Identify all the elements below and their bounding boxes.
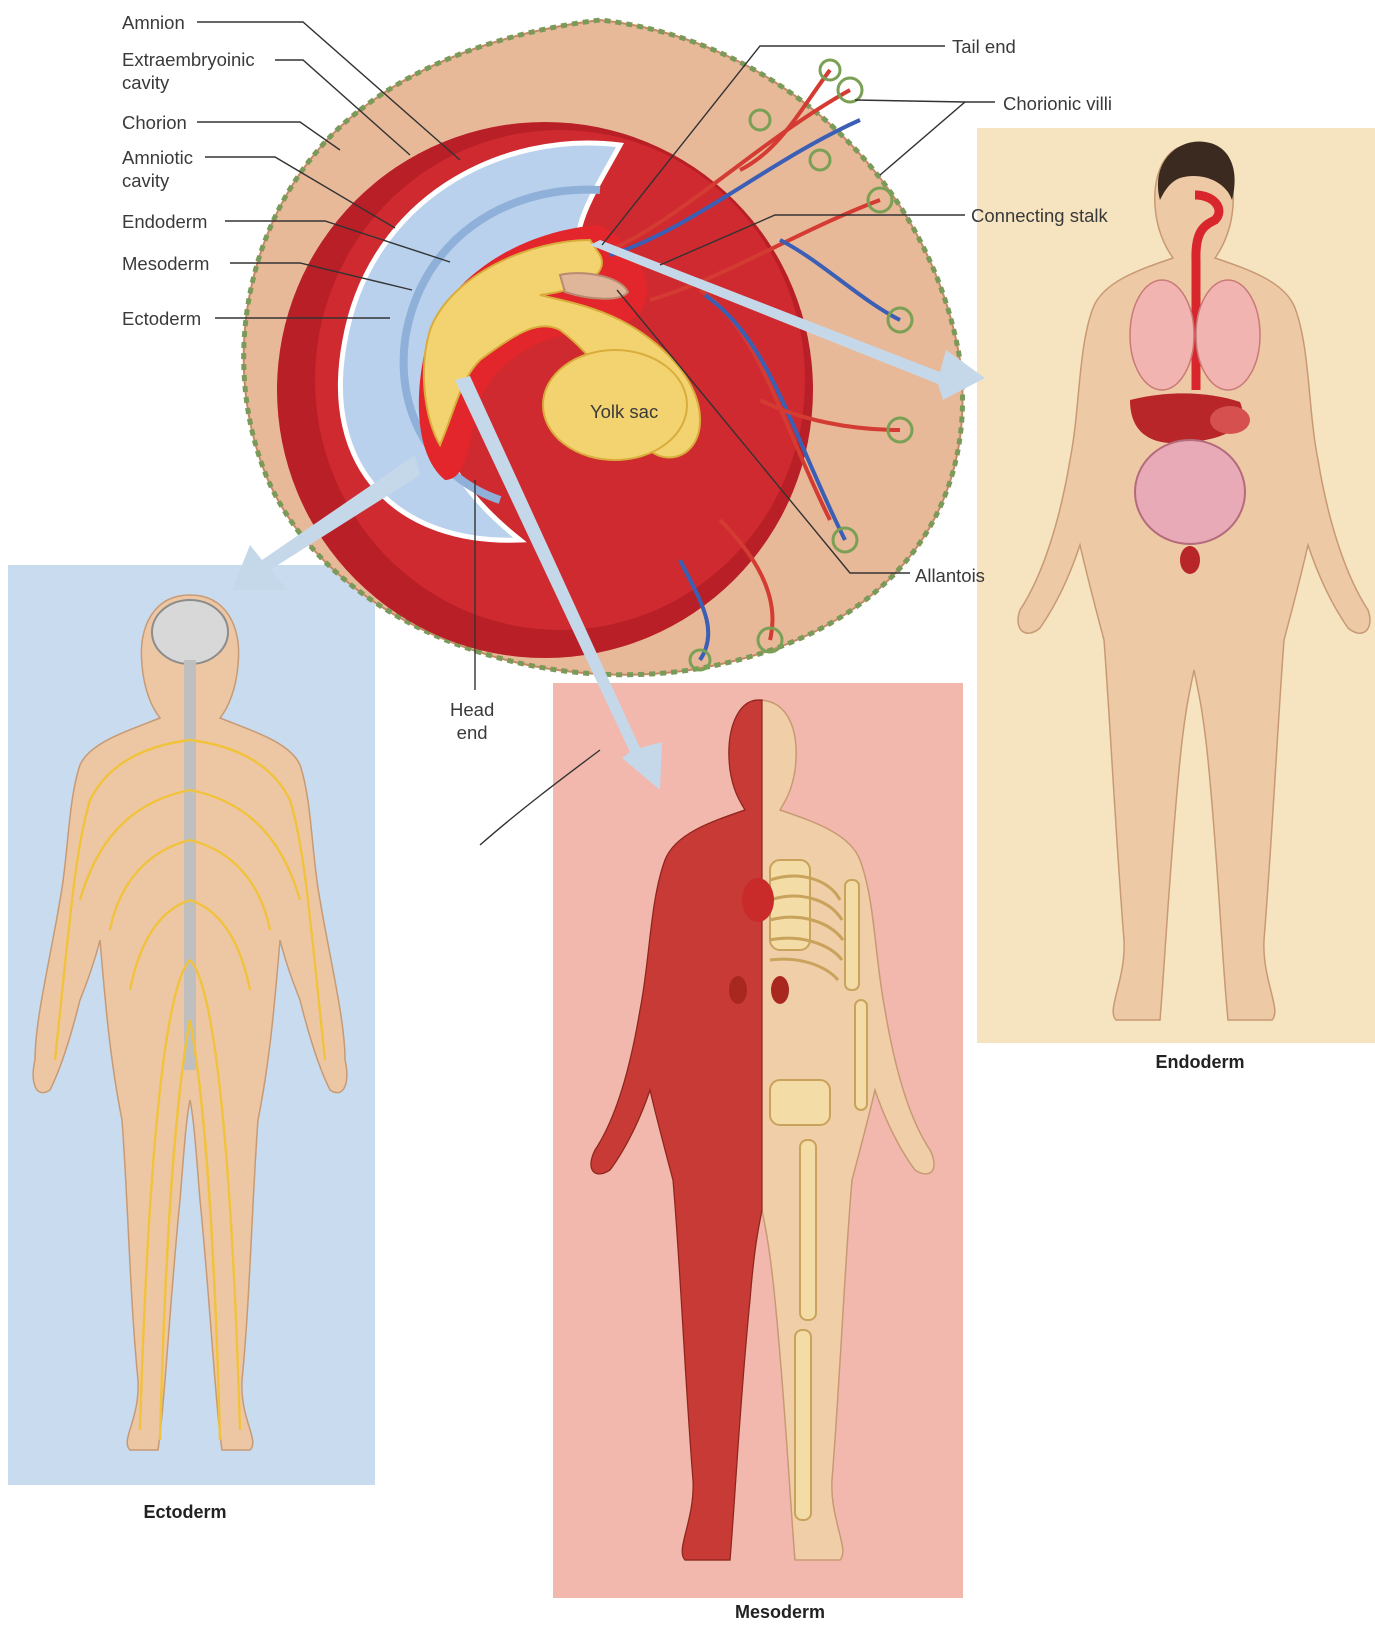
- label-amniotic-cavity: Amniotic cavity: [122, 146, 193, 192]
- caption-ectoderm: Ectoderm: [120, 1502, 250, 1523]
- intestines: [1135, 440, 1245, 544]
- label-ectoderm: Ectoderm: [122, 307, 201, 330]
- label-endoderm: Endoderm: [122, 210, 207, 233]
- label-chorion: Chorion: [122, 111, 187, 134]
- label-yolk-sac: Yolk sac: [590, 400, 658, 423]
- label-amnion: Amnion: [122, 11, 185, 34]
- brain: [152, 600, 228, 664]
- kidney-right: [771, 976, 789, 1004]
- caption-endoderm: Endoderm: [1135, 1052, 1265, 1073]
- label-extraembryonic-cavity: Extraembryoinic cavity: [122, 48, 255, 94]
- label-head-end: Head end: [450, 698, 494, 744]
- heart: [742, 878, 774, 922]
- label-tail-end: Tail end: [952, 35, 1016, 58]
- rectum: [1180, 546, 1200, 574]
- lung-right: [1196, 280, 1260, 390]
- label-allantois: Allantois: [915, 564, 985, 587]
- label-chorionic-villi: Chorionic villi: [1003, 92, 1112, 115]
- kidney-left: [729, 976, 747, 1004]
- label-connecting-stalk: Connecting stalk: [971, 204, 1108, 227]
- stomach: [1210, 406, 1250, 434]
- label-mesoderm: Mesoderm: [122, 252, 209, 275]
- caption-mesoderm: Mesoderm: [715, 1602, 845, 1623]
- lung-left: [1130, 280, 1194, 390]
